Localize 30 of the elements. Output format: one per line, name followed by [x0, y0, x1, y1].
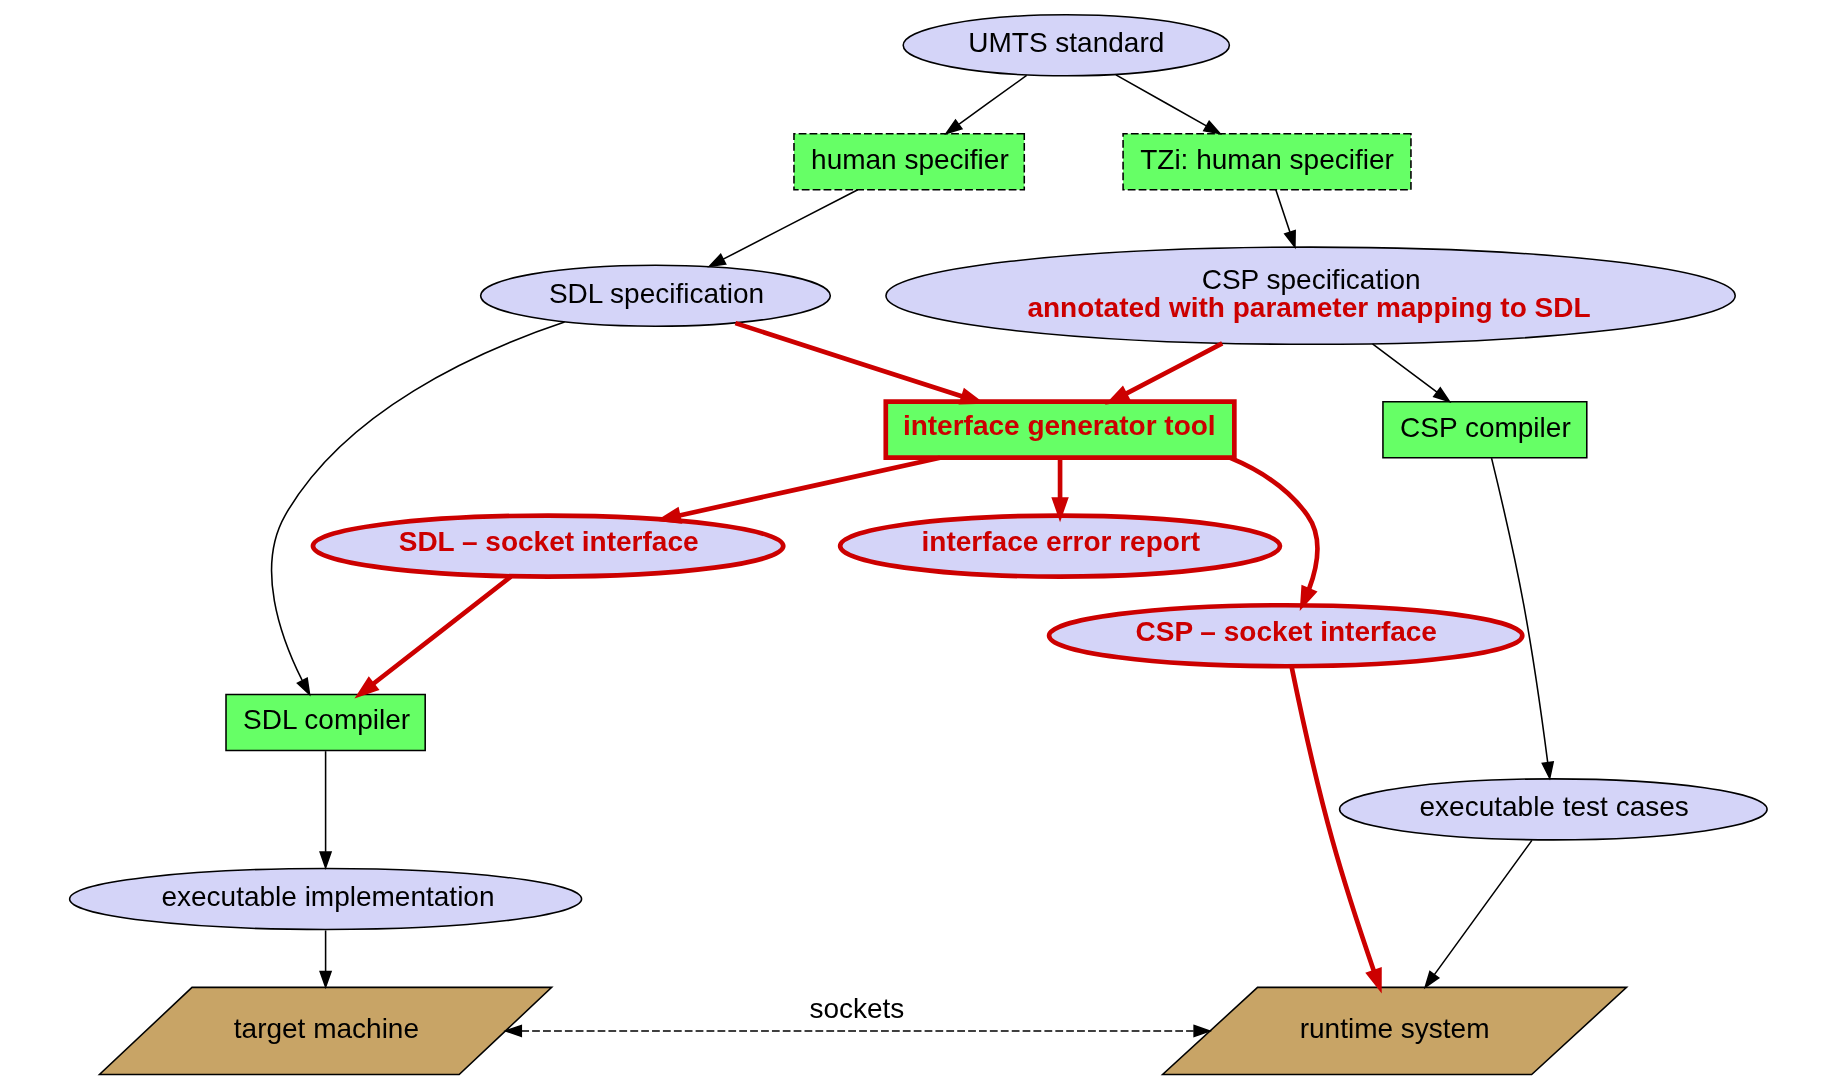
node-box: interface generator tool: [883, 399, 1237, 461]
edge-label: sockets: [809, 992, 905, 1024]
node-box: SDL compiler: [225, 693, 426, 752]
node-ellipse: executable implementation: [68, 867, 583, 931]
node-box: CSP compiler: [1382, 400, 1588, 459]
node-ellipse: UMTS standard: [902, 14, 1231, 77]
arrow: [656, 455, 941, 524]
arrow: [1229, 455, 1320, 612]
arrow: [1371, 343, 1452, 403]
node-box: human specifier: [793, 132, 1026, 191]
arrow: [270, 321, 566, 697]
arrow: [319, 750, 333, 870]
arrow: [944, 74, 1028, 135]
node-box: TZi: human specifier: [1122, 132, 1412, 191]
node-ellipse: SDL specification: [479, 264, 832, 327]
arrow: [1115, 74, 1223, 135]
node-ellipse: CSP specification annotated with parameter mapping to SDL: [885, 246, 1736, 346]
arrow: [1104, 341, 1224, 405]
arrow: [707, 188, 859, 268]
node-ellipse: executable test cases: [1338, 778, 1768, 841]
arrow: [319, 929, 333, 990]
node-ellipse: SDL – socket interface: [310, 513, 786, 579]
arrow: [1051, 458, 1069, 523]
arrow: [1490, 457, 1555, 781]
node-ellipse: interface error report: [837, 513, 1283, 579]
arrow: [1289, 666, 1382, 994]
arrow: [1423, 839, 1533, 990]
node-ellipse: CSP – socket interface: [1046, 602, 1525, 669]
arrow: [503, 1024, 1213, 1038]
arrow: [1275, 188, 1296, 250]
